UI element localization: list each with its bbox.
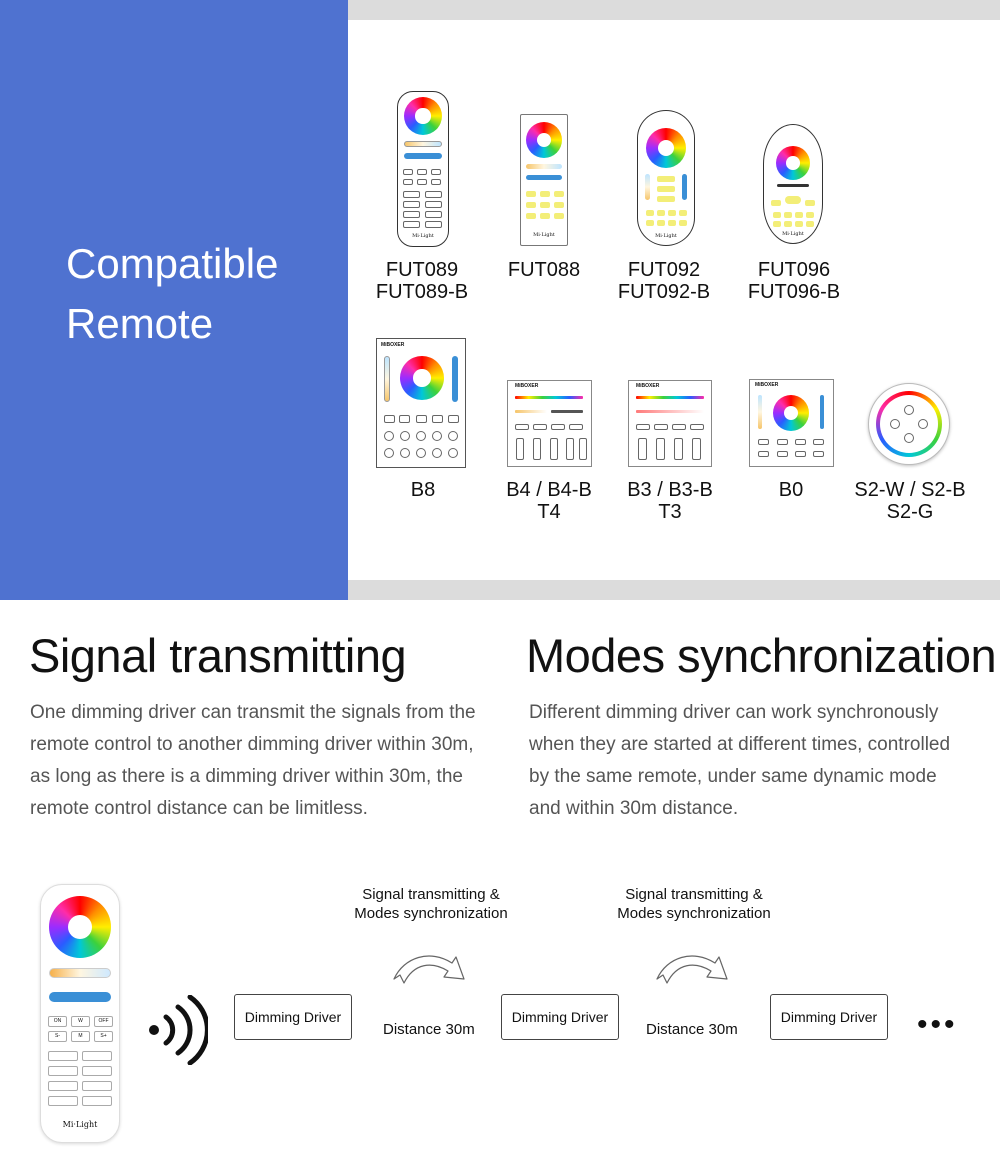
section-title: Compatible Remote [66,240,279,347]
remote-large-image: ON W OFF S- M S+ Mi·Light [40,884,120,1143]
distance-label-1: Distance 30m [383,1021,475,1038]
remote-fut092-image: Mi·Light [637,110,695,246]
brand-logo: Mi·Light [412,233,434,239]
remote-s2-image [868,383,950,465]
remote-button-on: ON [53,1018,62,1024]
remote-fut089-image: Mi·Light [397,91,449,247]
panel-brand-logo: MiBOXER [755,382,779,388]
remote-label-fut088: FUT088 [507,259,581,281]
remote-button-off: OFF [98,1018,109,1024]
remote-button-speed-down: S- [55,1033,60,1039]
panel-b0-image: MiBOXER [749,379,834,467]
dimming-driver-box-2: Dimming Driver [501,994,619,1040]
blue-title-panel: Compatible Remote [0,0,348,600]
bottom-divider-bar [348,580,1000,600]
remote-button-w: W [78,1018,83,1024]
panel-brand-logo: MiBOXER [636,383,660,389]
top-divider-bar [348,0,1000,20]
dimming-driver-box-3: Dimming Driver [770,994,888,1040]
brand-logo: Mi·Light [782,231,804,237]
panel-brand-logo: MiBOXER [515,383,539,389]
remote-label-fut092: FUT092 FUT092-B [617,259,711,303]
wireless-signal-icon [149,995,208,1065]
sync-body: Different dimming driver can work synchr… [529,702,951,819]
panel-b8-image: MiBOXER [376,338,466,468]
remote-label-b4: B4 / B4-B T4 [506,479,592,523]
signal-caption-1: Signal transmitting & Modes synchronizat… [354,886,508,922]
remote-label-b0: B0 [778,479,804,501]
remote-label-fut096: FUT096 FUT096-B [747,259,841,303]
remote-label-b8: B8 [410,479,436,501]
brand-logo: Mi·Light [533,232,555,238]
panel-brand-logo: MiBOXER [381,342,405,348]
sync-heading: Modes synchronization [526,629,997,682]
dimming-driver-box-1: Dimming Driver [234,994,352,1040]
brand-logo: Mi·Light [62,1120,98,1129]
panel-b4-image: MiBOXER [507,380,592,467]
curved-arrow-icon [393,955,465,984]
brand-logo: Mi·Light [655,233,677,239]
remote-fut096-image: Mi·Light [763,124,823,244]
curved-arrow-icon [656,955,728,984]
signal-heading: Signal transmitting [29,629,407,682]
panel-b3-image: MiBOXER [628,380,712,467]
signal-body: One dimming driver can transmit the sign… [30,702,476,819]
compatible-remote-section: Compatible Remote Mi·Light FUT089 FUT089… [0,0,1000,600]
remote-label-fut089: FUT089 FUT089-B [375,259,469,303]
remote-button-speed-up: S+ [100,1033,107,1039]
more-ellipsis: ••• [917,1008,958,1041]
distance-label-2: Distance 30m [646,1021,738,1038]
signal-caption-2: Signal transmitting & Modes synchronizat… [617,886,771,922]
remote-fut088-image: Mi·Light [520,114,568,246]
remote-label-b3: B3 / B3-B T3 [627,479,713,523]
remote-button-mode: M [78,1033,83,1039]
remote-label-s2: S2-W / S2-B S2-G [854,479,966,523]
